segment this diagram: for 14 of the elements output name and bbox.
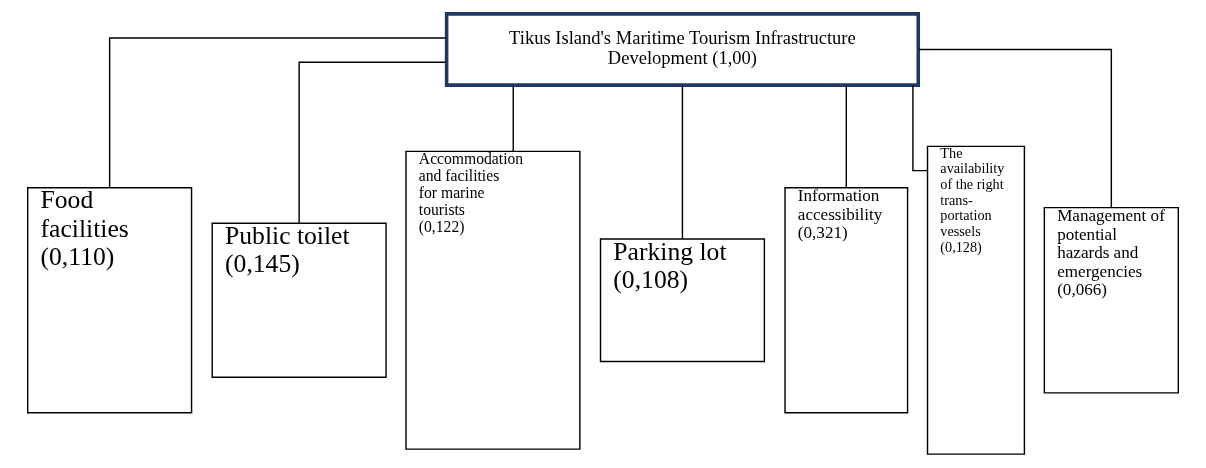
node-box: Accommodation and facilities for marine tourists (0,122) bbox=[405, 150, 581, 450]
node-box: Management of potential hazards and emergencies (0,066) bbox=[1043, 206, 1179, 394]
connector bbox=[918, 48, 1113, 209]
node-box: The availability of the right trans- portation vessels (0,128) bbox=[926, 145, 1026, 455]
connector bbox=[512, 84, 514, 152]
connector bbox=[298, 61, 447, 224]
node-box: Food facilities (0,110) bbox=[27, 187, 193, 414]
node-box: Information accessibility (0,321) bbox=[784, 187, 909, 414]
node-box: Public toilet (0,145) bbox=[211, 222, 387, 378]
node-box: Parking lot (0,108) bbox=[599, 238, 766, 363]
node-box: Tikus Island's Maritime Tourism Infrastructure Development (1,00) bbox=[444, 12, 921, 87]
connector bbox=[845, 84, 847, 188]
connector bbox=[108, 37, 448, 189]
connector bbox=[681, 84, 684, 240]
